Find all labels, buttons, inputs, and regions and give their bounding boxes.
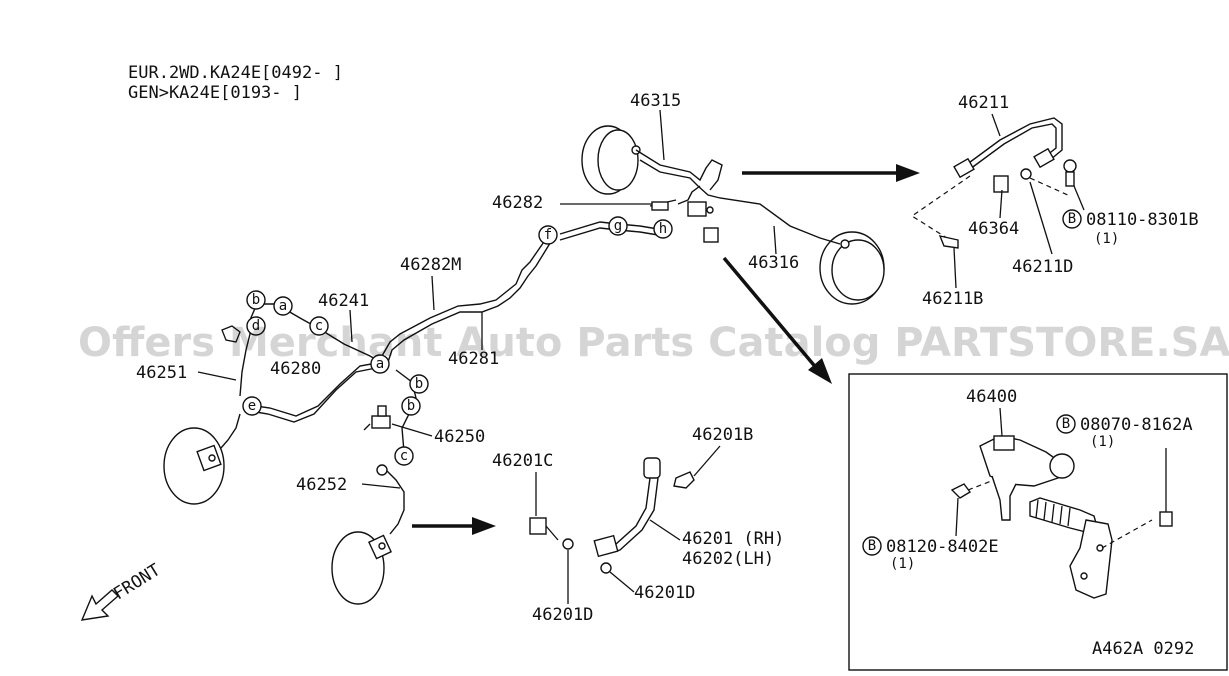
detail-46211: [910, 117, 1077, 249]
pipe-46251-upper: [239, 305, 257, 397]
label-46201C: 46201C: [492, 451, 553, 471]
label-46252: 46252: [296, 475, 347, 495]
conn-a2: a: [376, 356, 384, 372]
watermark: Offers Merchant Auto Parts Catalog PARTS…: [78, 320, 1229, 366]
conn-a1: a: [279, 298, 287, 314]
svg-text:B: B: [868, 538, 876, 554]
detail-46201: [529, 457, 695, 574]
rear-pipe-46315: [635, 149, 723, 191]
three-way-connector-46250: [363, 405, 391, 476]
rear-left-drum-icon: [581, 125, 641, 195]
conn-g1: g: [614, 218, 622, 234]
label-46201-RH: 46201 (RH): [682, 529, 784, 549]
conn-b2: b: [415, 376, 423, 392]
label-46241: 46241: [318, 291, 369, 311]
bolt-symbol-icon-3: B: [862, 536, 882, 556]
label-08120-8402E: 08120-8402E: [886, 537, 999, 557]
header-line-2: GEN>KA24E[0193- ]: [128, 83, 302, 103]
label-46201D-b: 46201D: [532, 605, 593, 625]
arrow-to-46400: [722, 256, 820, 372]
rear-pipe-46316: [639, 159, 841, 245]
rear-pipe-junction: [677, 185, 701, 205]
pipe-46281: [387, 239, 553, 363]
label-46202-LH: 46202(LH): [682, 549, 774, 569]
label-46282M: 46282M: [400, 255, 461, 275]
bolt-symbol-icon: B: [1062, 209, 1082, 229]
conn-d1: d: [252, 318, 260, 334]
conn-c2: c: [400, 448, 408, 464]
conn-c1: c: [315, 318, 323, 334]
clip-46251: [221, 325, 241, 343]
label-46316: 46316: [748, 253, 799, 273]
label-46250: 46250: [434, 427, 485, 447]
label-46400: 46400: [966, 387, 1017, 407]
front-right-drum-icon: [331, 531, 392, 605]
svg-text:B: B: [1068, 211, 1076, 227]
header-line-1: EUR.2WD.KA24E[0492- ]: [128, 63, 343, 83]
pipe-46252: [385, 469, 405, 535]
label-08070-8162A: 08070-8162A: [1080, 415, 1193, 435]
conn-b1: b: [252, 292, 260, 308]
bolt-symbol-icon-2: B: [1056, 414, 1076, 434]
conn-h1: h: [659, 221, 667, 237]
qty-08120-8402E: (1): [890, 556, 915, 572]
figure-code: A462A 0292: [1092, 639, 1194, 659]
conn-f1: f: [544, 227, 552, 243]
label-46281: 46281: [448, 349, 499, 369]
rear-right-drum-icon: [819, 231, 885, 305]
detail-box-46400: [848, 373, 1228, 671]
rear-junction-block: [649, 199, 719, 243]
qty-08110-8301B: (1): [1094, 231, 1119, 247]
label-46201D-a: 46201D: [634, 583, 695, 603]
valve-assembly-46400: [950, 435, 1173, 599]
label-46364: 46364: [968, 219, 1019, 239]
label-08110-8301B: 08110-8301B: [1086, 210, 1199, 230]
label-46211D: 46211D: [1012, 257, 1073, 277]
label-46282: 46282: [492, 193, 543, 213]
qty-08070-8162A: (1): [1090, 434, 1115, 450]
label-46251: 46251: [136, 363, 187, 383]
label-46280: 46280: [270, 359, 321, 379]
front-left-drum-icon: [163, 427, 225, 505]
conn-e1: e: [248, 398, 256, 414]
conn-b3: b: [407, 398, 415, 414]
front-label: FRONT: [110, 560, 164, 604]
pipe-46280-2: [255, 367, 377, 423]
pipe-46282M: [381, 235, 549, 357]
front-arrow-icon: [80, 589, 120, 621]
label-46211: 46211: [958, 93, 1009, 113]
label-46201B: 46201B: [692, 425, 753, 445]
label-46211B: 46211B: [922, 289, 983, 309]
connection-points: b a d c a b b c e f g h: [242, 216, 673, 466]
label-46315: 46315: [630, 91, 681, 111]
svg-text:B: B: [1062, 416, 1070, 432]
pipe-46280: [255, 361, 383, 417]
